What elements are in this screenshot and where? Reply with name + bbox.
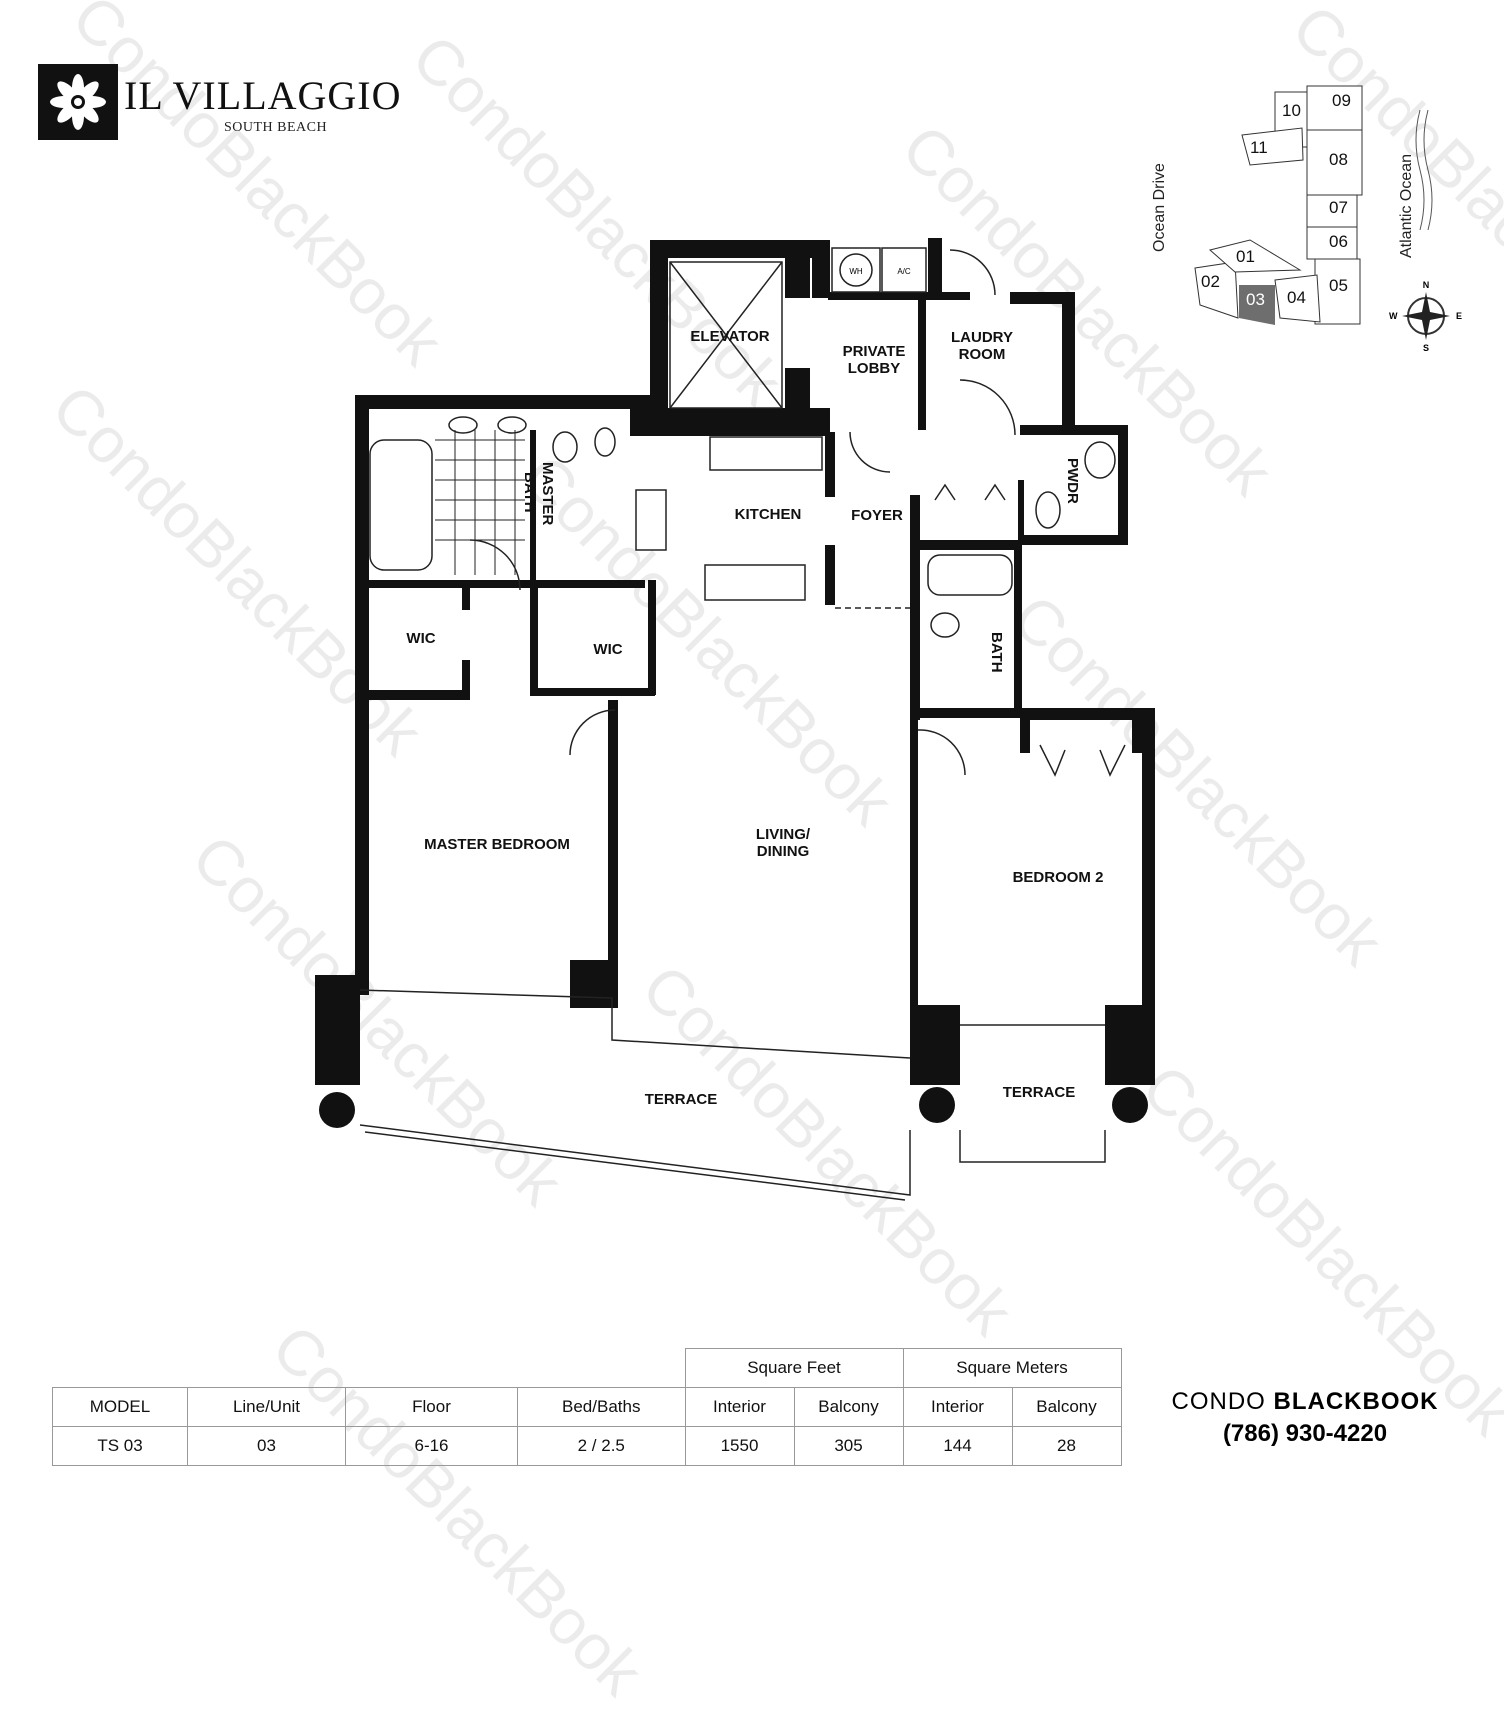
label-elevator: ELEVATOR bbox=[690, 328, 769, 345]
compass-n: N bbox=[1423, 280, 1430, 290]
table-group-header-row: Square Feet Square Meters bbox=[53, 1348, 1122, 1388]
keyplan-unit-04 bbox=[1274, 274, 1321, 323]
keyplan-label: 03 bbox=[1246, 290, 1265, 309]
waves-icon bbox=[1415, 109, 1433, 231]
label-living-dining: LIVING/ bbox=[756, 826, 811, 843]
contact-name: CONDO BLACKBOOK bbox=[1140, 1388, 1470, 1416]
header-cell: Interior bbox=[684, 1387, 795, 1427]
keyplan-label: 08 bbox=[1329, 150, 1348, 169]
cell-bed-baths: 2 / 2.5 bbox=[517, 1426, 686, 1466]
keyplan-label: 01 bbox=[1236, 247, 1255, 266]
street-label: Ocean Drive bbox=[1151, 163, 1168, 252]
label-wic: WIC bbox=[593, 641, 622, 658]
header-cell: Balcony bbox=[1011, 1387, 1122, 1427]
keyplan-label: 05 bbox=[1329, 276, 1348, 295]
table-header-row: MODEL Line/Unit Floor Bed/Baths Interior… bbox=[52, 1387, 1122, 1427]
cell-sqft-interior: 1550 bbox=[684, 1426, 795, 1466]
label-bath: BATH bbox=[988, 632, 1005, 673]
header-cell: MODEL bbox=[52, 1387, 188, 1427]
contact-name-bold: BLACKBOOK bbox=[1273, 1388, 1439, 1415]
keyplan-label: 02 bbox=[1201, 272, 1220, 291]
floor-plan: ELEVATOR PRIVATE LOBBY LAUDRY ROOM MASTE… bbox=[315, 85, 1462, 1201]
keyplan-label: 09 bbox=[1332, 91, 1351, 110]
cell-sqm-interior: 144 bbox=[902, 1426, 1013, 1466]
label-laundry: LAUDRY bbox=[951, 329, 1013, 346]
compass-w: W bbox=[1389, 311, 1398, 321]
keyplan-label: 06 bbox=[1329, 232, 1348, 251]
label-master-bedroom: MASTER BEDROOM bbox=[424, 836, 570, 853]
label-ac: A/C bbox=[897, 267, 911, 276]
room-labels: ELEVATOR PRIVATE LOBBY LAUDRY ROOM MASTE… bbox=[406, 267, 1103, 1108]
label-private-lobby: LOBBY bbox=[848, 360, 901, 377]
keyplan-label: 07 bbox=[1329, 198, 1348, 217]
brand-subtitle: SOUTH BEACH bbox=[224, 120, 328, 135]
table-row: TS 03 03 6-16 2 / 2.5 1550 305 144 28 bbox=[52, 1426, 1122, 1466]
contact-name-light: CONDO bbox=[1171, 1388, 1274, 1415]
cell-sqft-balcony: 305 bbox=[793, 1426, 904, 1466]
cell-model: TS 03 bbox=[52, 1426, 188, 1466]
thin-lines bbox=[359, 247, 1126, 1201]
keyplan-label: 10 bbox=[1282, 101, 1301, 120]
label-living-dining: DINING bbox=[757, 843, 810, 860]
cell-sqm-balcony: 28 bbox=[1011, 1426, 1122, 1466]
walls bbox=[315, 238, 1155, 1128]
group-header-sqft: Square Feet bbox=[684, 1348, 904, 1388]
keyplan-unit-02 bbox=[1194, 261, 1239, 319]
group-header-sqm: Square Meters bbox=[902, 1348, 1122, 1388]
header-cell: Line/Unit bbox=[187, 1387, 346, 1427]
header-cell: Bed/Baths bbox=[517, 1387, 686, 1427]
label-foyer: FOYER bbox=[851, 507, 903, 524]
logo bbox=[38, 64, 118, 140]
brand-name: IL VILLAGGIO bbox=[124, 73, 402, 118]
label-wh: WH bbox=[849, 267, 863, 276]
keyplan-label: 11 bbox=[1250, 138, 1268, 157]
label-laundry: ROOM bbox=[959, 346, 1006, 363]
key-plan: 01 02 03 04 05 06 07 08 09 10 11 Ocean D… bbox=[1151, 85, 1462, 353]
cell-line-unit: 03 bbox=[187, 1426, 346, 1466]
keyplan-unit-09 bbox=[1306, 85, 1363, 137]
label-bedroom-2: BEDROOM 2 bbox=[1013, 869, 1104, 886]
label-private-lobby: PRIVATE bbox=[843, 343, 906, 360]
keyplan-unit-01 bbox=[1208, 239, 1302, 273]
keyplan-unit-11 bbox=[1241, 127, 1304, 166]
header-cell: Floor bbox=[345, 1387, 518, 1427]
header-cell: Balcony bbox=[793, 1387, 904, 1427]
keyplan-label: 04 bbox=[1287, 288, 1306, 307]
compass-icon: N S E W bbox=[1389, 280, 1462, 353]
label-terrace: TERRACE bbox=[645, 1091, 718, 1108]
contact-block: CONDO BLACKBOOK (786) 930-4220 bbox=[1140, 1388, 1470, 1448]
label-pwdr: PWDR bbox=[1064, 458, 1081, 504]
label-terrace: TERRACE bbox=[1003, 1084, 1076, 1101]
contact-phone[interactable]: (786) 930-4220 bbox=[1222, 1420, 1388, 1447]
compass-e: E bbox=[1456, 311, 1462, 321]
keyplan-unit-08 bbox=[1306, 129, 1363, 196]
label-wic: WIC bbox=[406, 630, 435, 647]
keyplan-unit-06 bbox=[1306, 226, 1358, 260]
cell-floor: 6-16 bbox=[345, 1426, 518, 1466]
label-master-bath: BATH bbox=[521, 472, 538, 513]
keyplan-unit-05 bbox=[1314, 258, 1361, 325]
label-kitchen: KITCHEN bbox=[735, 506, 802, 523]
ocean-label: Atlantic Ocean bbox=[1398, 154, 1415, 258]
keyplan-unit-03-highlight bbox=[1239, 285, 1275, 325]
spec-table: Square Feet Square Meters MODEL Line/Uni… bbox=[52, 1348, 1122, 1466]
header-cell: Interior bbox=[902, 1387, 1013, 1427]
flower-icon bbox=[50, 74, 106, 130]
label-master-bath: MASTER bbox=[539, 462, 556, 526]
compass-s: S bbox=[1423, 343, 1429, 353]
